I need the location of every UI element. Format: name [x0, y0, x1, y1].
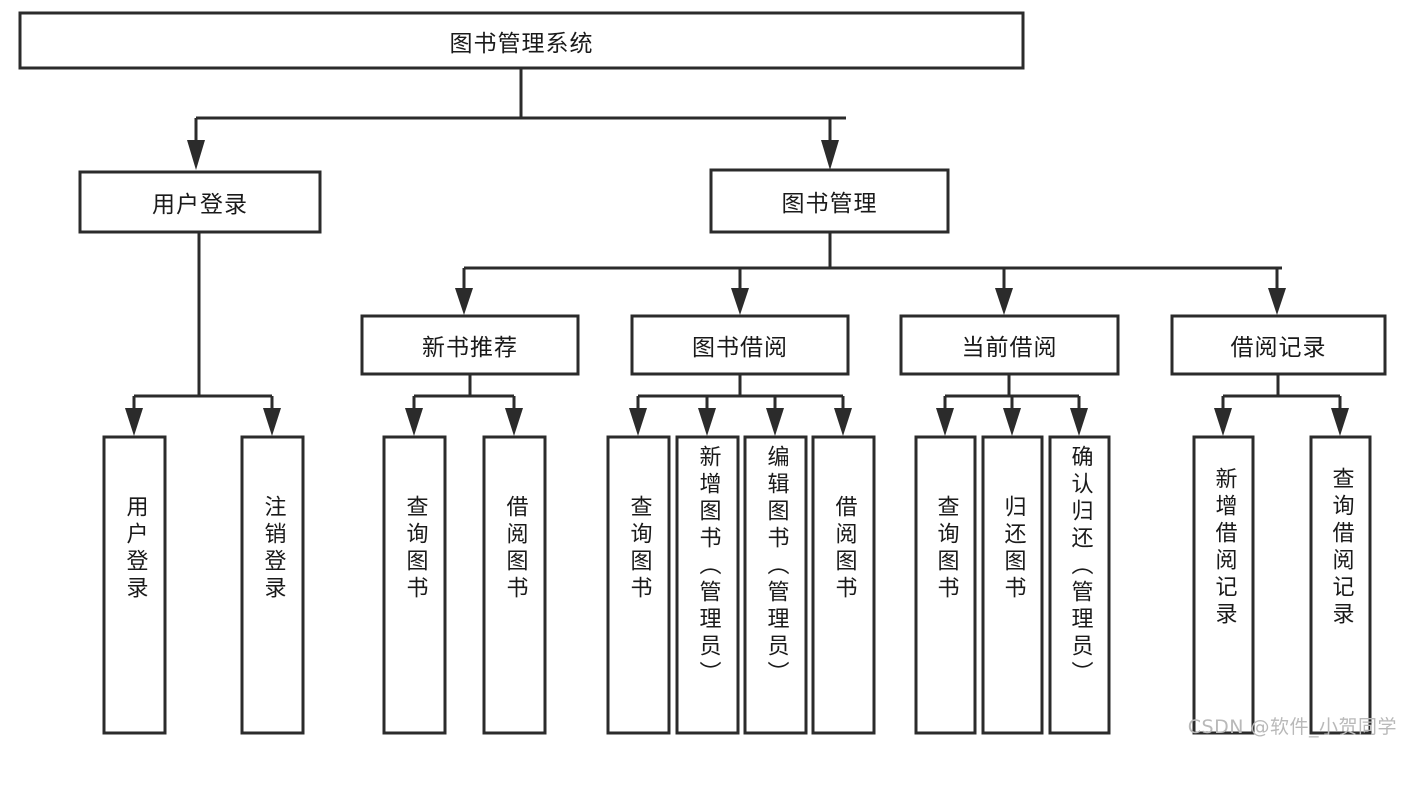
- node-leaf-confirm-return-box[interactable]: [1048, 435, 1111, 735]
- node-leaf-user-login-box[interactable]: [102, 435, 167, 735]
- node-leaf-edit-book-box[interactable]: [743, 435, 808, 735]
- arrow-head-icon: [731, 288, 749, 315]
- node-leaf-add-record-box[interactable]: [1192, 435, 1255, 735]
- node-borrow-record-box[interactable]: [1170, 314, 1387, 376]
- arrow-head-icon: [936, 408, 954, 436]
- node-new-book-recommend-box[interactable]: [360, 314, 580, 376]
- node-leaf-query-record-box[interactable]: [1309, 435, 1372, 735]
- arrow-head-icon: [995, 288, 1013, 315]
- arrow-head-icon: [821, 140, 839, 170]
- arrow-head-icon: [1214, 408, 1232, 436]
- connector-book-borrow-to-leaves: [629, 374, 852, 436]
- node-leaf-query-book-current-box[interactable]: [914, 435, 977, 735]
- arrow-head-icon: [1070, 408, 1088, 436]
- node-leaf-return-book-box[interactable]: [981, 435, 1044, 735]
- node-root-box[interactable]: [18, 11, 1025, 70]
- arrow-head-icon: [505, 408, 523, 436]
- node-leaf-query-book-borrow-box[interactable]: [606, 435, 671, 735]
- arrow-head-icon: [698, 408, 716, 436]
- connector-root-to-level1: [187, 68, 846, 170]
- connector-borrow-record-to-leaves: [1214, 374, 1349, 436]
- arrow-head-icon: [834, 408, 852, 436]
- node-user-login-box[interactable]: [78, 170, 322, 234]
- connector-book-manage-to-level2: [455, 232, 1286, 315]
- node-leaf-borrow-book-recommend-box[interactable]: [482, 435, 547, 735]
- node-leaf-query-book-recommend-box[interactable]: [382, 435, 447, 735]
- arrow-head-icon: [629, 408, 647, 436]
- arrow-head-icon: [766, 408, 784, 436]
- connector-new-book-to-leaves: [405, 374, 523, 436]
- arrow-head-icon: [1003, 408, 1021, 436]
- node-book-manage-box[interactable]: [709, 168, 950, 234]
- flowchart-canvas: [18, 11, 1387, 735]
- arrow-head-icon: [455, 288, 473, 315]
- arrow-head-icon: [405, 408, 423, 436]
- node-leaf-borrow-book-box[interactable]: [811, 435, 876, 735]
- arrow-head-icon: [125, 408, 143, 436]
- node-current-borrow-box[interactable]: [899, 314, 1120, 376]
- arrow-head-icon: [187, 140, 205, 170]
- connector-current-borrow-to-leaves: [936, 374, 1088, 436]
- arrow-head-icon: [263, 408, 281, 436]
- node-book-borrow-box[interactable]: [630, 314, 850, 376]
- arrow-head-icon: [1268, 288, 1286, 315]
- arrow-head-icon: [1331, 408, 1349, 436]
- connector-user-login-to-leaves: [125, 232, 281, 436]
- node-leaf-logout-box[interactable]: [240, 435, 305, 735]
- node-leaf-add-book-box[interactable]: [675, 435, 740, 735]
